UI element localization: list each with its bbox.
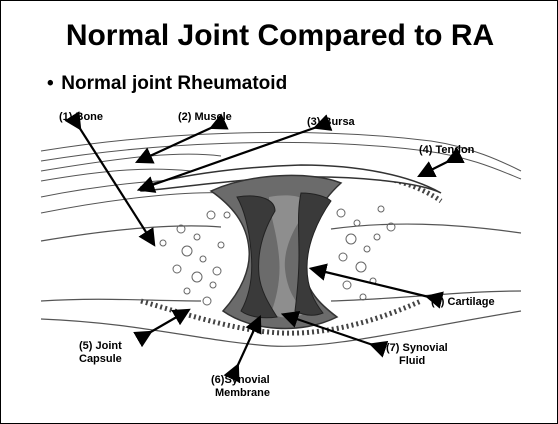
arrow-cartilage [313,269,429,297]
label-joint-capsule-1: (5) Joint [79,340,122,352]
label-synovial-fluid-2: Fluid [399,355,425,367]
label-bone: (1) Bone [59,111,103,123]
label-bursa: (3) Bursa [307,116,356,128]
label-muscle: (2) Muscle [178,111,232,123]
label-synovial-membrane-2: Membrane [215,387,270,399]
arrow-bone [79,127,153,243]
label-synovial-fluid-1: (7) Synovial [386,342,448,354]
arrow-tendon [421,161,449,175]
label-tendon: (4) Tendon [419,144,475,156]
cartilage-right [295,193,331,315]
label-cartilage: (8) Cartilage [431,296,495,308]
label-joint-capsule-2: Capsule [79,353,122,365]
arrow-joint-capsule [149,311,187,333]
label-synovial-membrane-1: (6)Synovial [211,374,270,386]
